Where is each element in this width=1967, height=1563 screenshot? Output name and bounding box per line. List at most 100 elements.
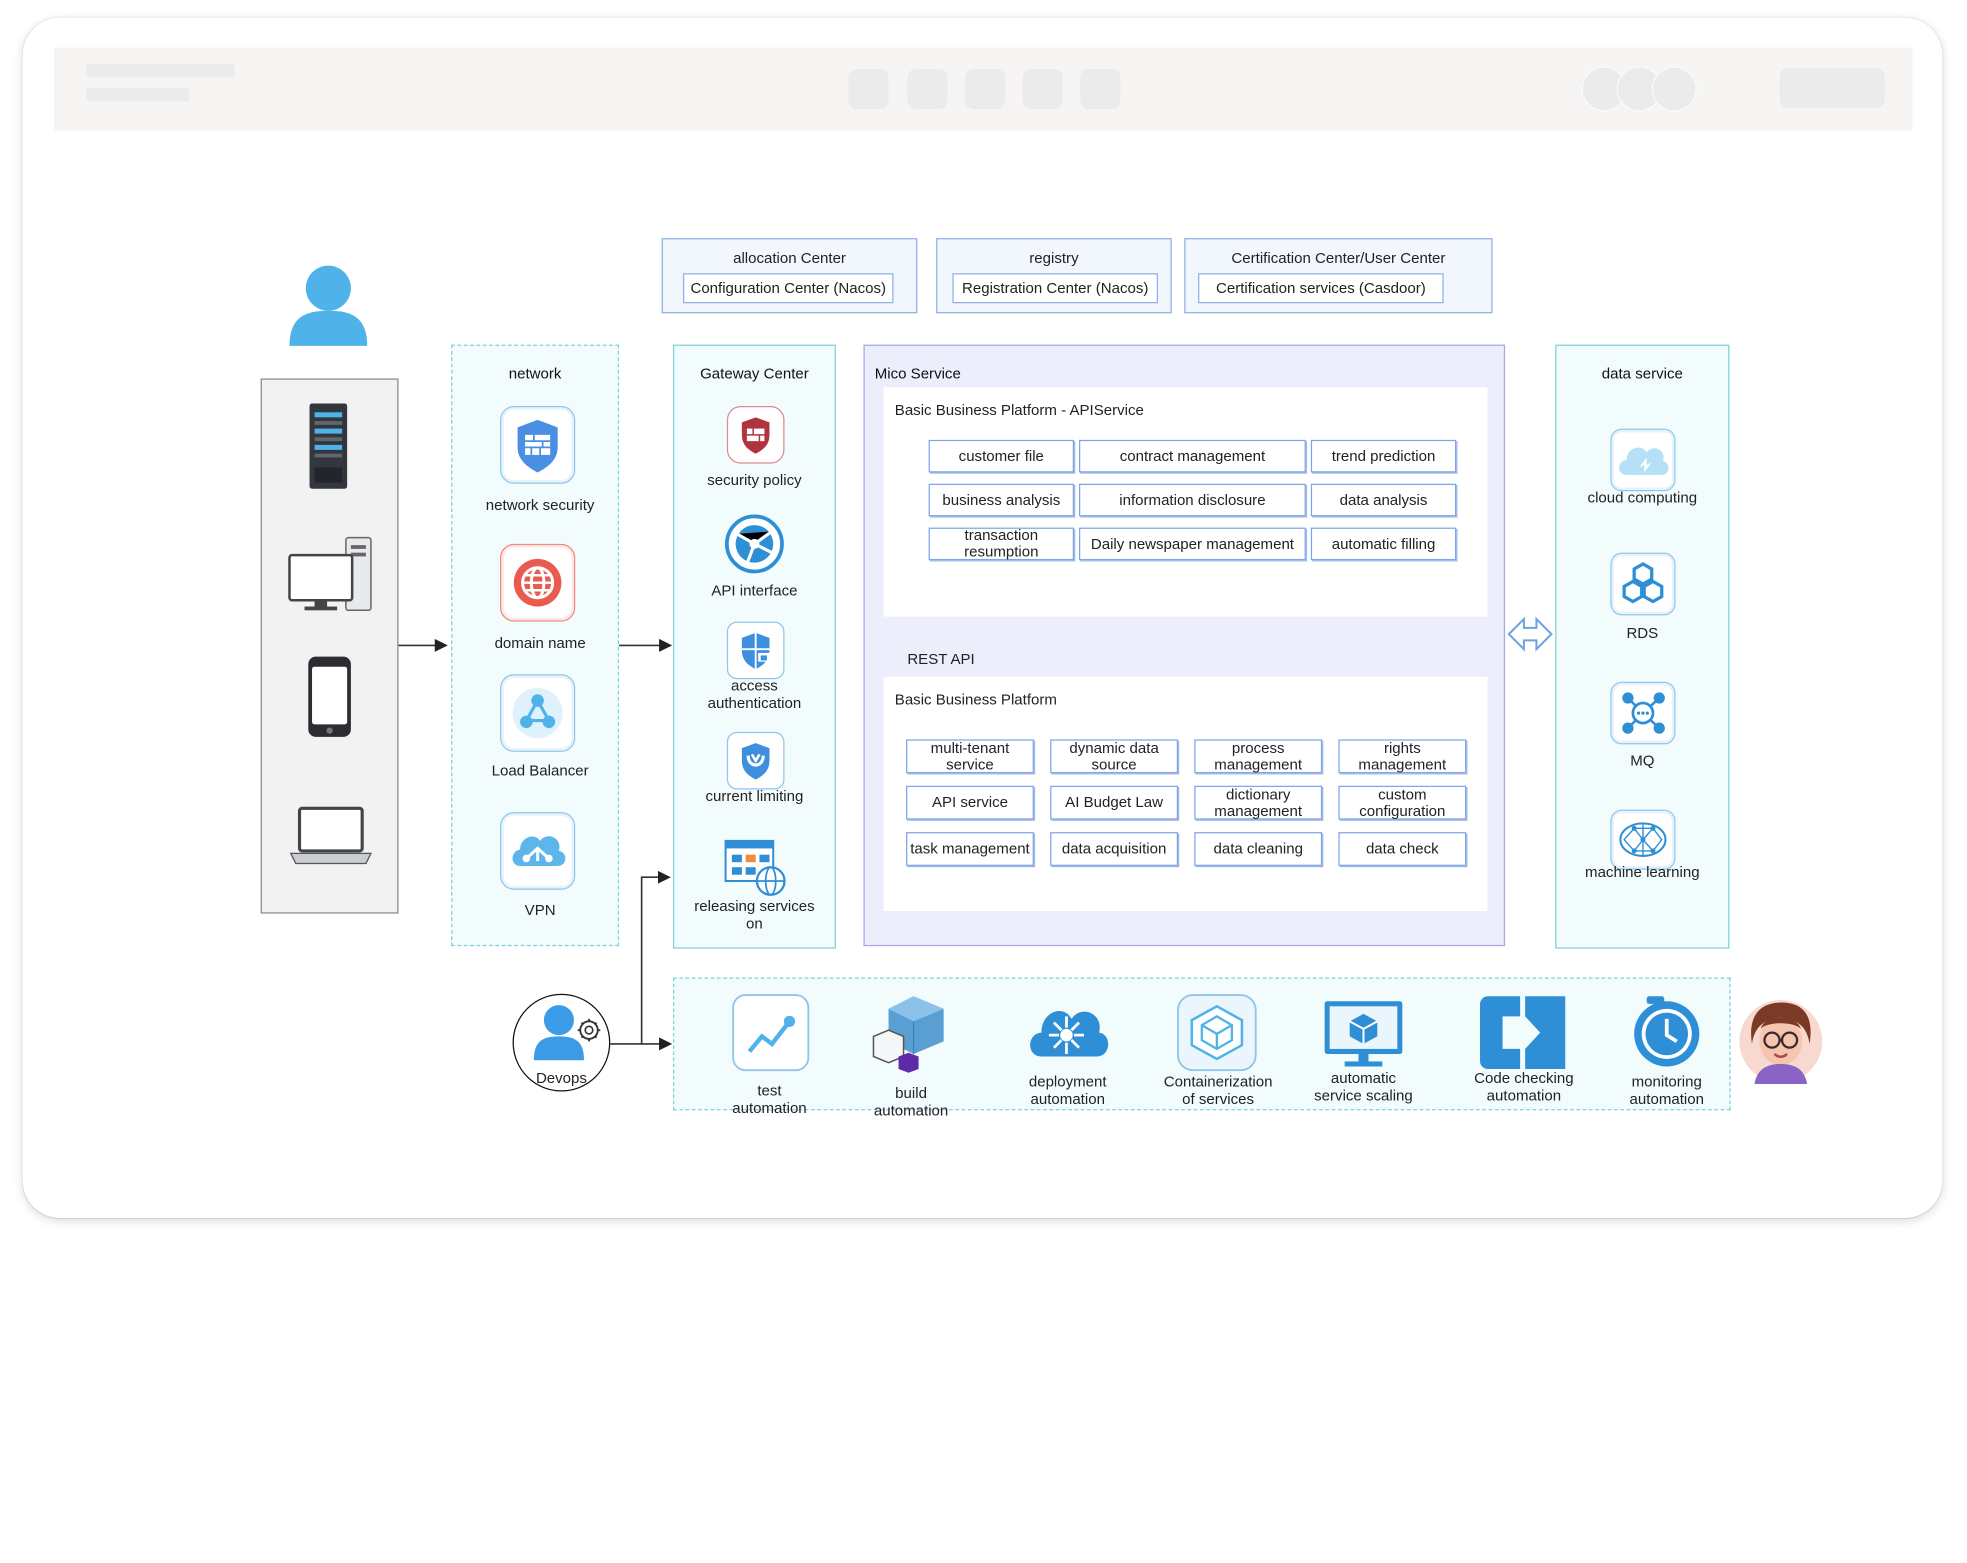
basic-service-box-3: process management: [1194, 739, 1323, 774]
gateway-item-label-4: current limiting: [705, 787, 804, 805]
network-item-label-4: VPN: [524, 901, 556, 919]
laptop-icon: [289, 806, 372, 865]
toolbar-action-button[interactable]: [1779, 67, 1885, 108]
api-service-box-6: data analysis: [1310, 483, 1457, 517]
chart-line-icon: [732, 994, 810, 1072]
cert-center-item: Certification services (Casdoor): [1198, 273, 1444, 304]
server-icon: [309, 403, 348, 489]
gateway-item-label-2: API interface: [711, 581, 798, 600]
load-balancer-icon: [500, 674, 576, 752]
data-item-label-3: MQ: [1630, 751, 1655, 770]
api-service-box-4: business analysis: [928, 483, 1074, 517]
release-services-icon: [724, 839, 786, 896]
devops-item-label-1: test automation: [732, 1081, 807, 1117]
basic-service-box-11: data cleaning: [1194, 832, 1323, 866]
data-item-label-1: cloud computing: [1587, 488, 1698, 507]
network-panel: network network security domain name Loa…: [451, 344, 620, 947]
cert-center-title: Certification Center/User Center: [1231, 249, 1446, 267]
api-service-box-8: Daily newspaper management: [1079, 527, 1306, 561]
monitor-cube-icon: [1324, 1001, 1403, 1067]
api-service-box-2: contract management: [1079, 439, 1306, 473]
basic-platform-title: Basic Business Platform: [894, 690, 1057, 709]
config-center-title: allocation Center: [733, 249, 846, 267]
gateway-title: Gateway Center: [700, 364, 809, 383]
api-service-box-5: information disclosure: [1079, 483, 1306, 517]
data-item-label-4: machine learning: [1585, 863, 1700, 881]
security-policy-icon: [726, 406, 785, 464]
data-service-title: data service: [1601, 364, 1683, 383]
toolbar-button-5[interactable]: [1080, 68, 1121, 110]
toolbar-button-4[interactable]: [1022, 68, 1063, 110]
config-center-box: allocation Center Configuration Center (…: [661, 238, 918, 314]
devops-item-label-2: build automation: [873, 1084, 949, 1120]
basic-service-box-8: custom configuration: [1338, 785, 1467, 820]
avatar: [1739, 1000, 1823, 1085]
data-item-label-2: RDS: [1626, 624, 1659, 642]
network-item-label-1: network security: [485, 496, 595, 514]
mq-icon: [1610, 681, 1676, 745]
window-toolbar: [53, 47, 1913, 131]
basic-service-box-9: task management: [906, 832, 1034, 866]
cert-center-box: Certification Center/User Center Certifi…: [1184, 238, 1493, 314]
auth-shield-icon: [726, 621, 785, 680]
api-service-box-9: automatic filling: [1310, 527, 1457, 561]
devops-item-label-5: automatic service scaling: [1314, 1068, 1413, 1105]
rds-hexagon-icon: [1610, 552, 1676, 616]
mico-service-panel: Mico Service Basic Business Platform - A…: [863, 344, 1506, 947]
rate-limit-icon: [726, 731, 785, 790]
title-placeholder: [86, 63, 235, 78]
devops-item-label-3: deployment automation: [1028, 1072, 1107, 1108]
toolbar-button-2[interactable]: [907, 68, 948, 110]
deploy-cloud-icon: [1030, 1010, 1109, 1057]
api-service-box-7: transaction resumption: [928, 527, 1074, 561]
cubes-icon: [872, 996, 944, 1073]
mico-title: Mico Service: [874, 364, 961, 383]
devops-label: Devops: [535, 1068, 587, 1087]
vpn-cloud-icon: [500, 812, 576, 890]
gateway-item-label-5: releasing services on: [694, 897, 815, 933]
toolbar-button-1[interactable]: [848, 68, 889, 110]
gateway-panel: Gateway Center security policy API inter…: [672, 344, 836, 949]
data-service-panel: data service cloud computing RDS MQ mach…: [1555, 344, 1730, 949]
devops-user-icon: [533, 1005, 601, 1061]
clock-monitor-icon: [1634, 996, 1700, 1067]
basic-service-box-6: AI Budget Law: [1050, 785, 1179, 820]
rest-api-label: REST API: [907, 650, 975, 668]
basic-service-box-2: dynamic data source: [1050, 739, 1179, 774]
user-icon: [289, 265, 368, 346]
basic-service-box-4: rights management: [1338, 739, 1467, 774]
toolbar-button-3[interactable]: [964, 68, 1006, 110]
clients-panel: [260, 378, 399, 914]
gateway-item-label-1: security policy: [707, 471, 802, 489]
container-icon: [1177, 994, 1257, 1072]
basic-service-box-12: data check: [1338, 832, 1467, 866]
registry-title: registry: [1029, 249, 1079, 267]
phone-icon: [308, 656, 351, 737]
basic-service-box-10: data acquisition: [1050, 832, 1179, 866]
network-title: network: [508, 364, 562, 383]
gateway-item-label-3: access authentication: [707, 676, 802, 712]
api-network-icon: [724, 514, 784, 574]
config-center-item: Configuration Center (Nacos): [682, 273, 894, 304]
subtitle-placeholder: [86, 87, 190, 102]
code-check-icon: [1480, 996, 1566, 1069]
basic-platform-area: Basic Business Platform multi-tenant ser…: [883, 676, 1488, 912]
desktop-icon: [288, 536, 372, 612]
api-platform-area: Basic Business Platform - APIService cus…: [883, 387, 1488, 617]
api-service-box-3: trend prediction: [1310, 439, 1457, 473]
api-platform-title: Basic Business Platform - APIService: [894, 401, 1144, 419]
devops-item-label-7: monitoring automation: [1629, 1072, 1704, 1108]
machine-learning-icon: [1610, 809, 1676, 870]
api-service-box-1: customer file: [928, 439, 1074, 473]
basic-service-box-1: multi-tenant service: [906, 739, 1034, 774]
cloud-icon: [1610, 428, 1676, 492]
network-item-label-3: Load Balancer: [491, 761, 589, 780]
shield-firewall-icon: [500, 406, 576, 484]
avatar-placeholder-3: [1651, 66, 1697, 112]
devops-item-label-4: Containerization of services: [1163, 1072, 1273, 1108]
registry-box: registry Registration Center (Nacos): [936, 238, 1172, 314]
devops-panel: test automation build automation deploym…: [672, 977, 1731, 1119]
basic-service-box-5: API service: [906, 785, 1034, 820]
basic-service-box-7: dictionary management: [1194, 785, 1323, 820]
globe-icon: [500, 543, 576, 622]
